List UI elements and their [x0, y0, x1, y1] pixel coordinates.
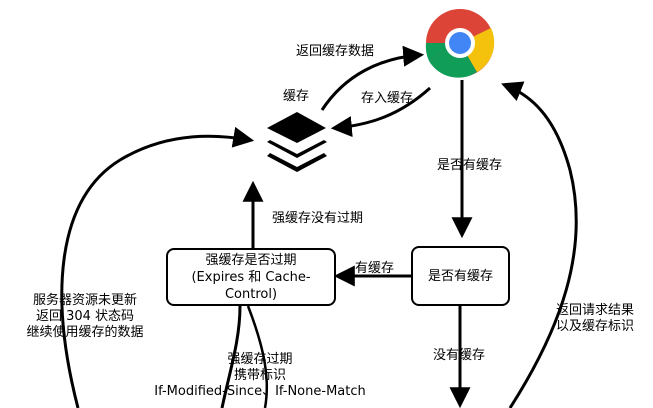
cache-label: 缓存 — [283, 89, 310, 104]
return-result-line1: 返回请求结果 — [555, 303, 634, 318]
line-strong-cache-expired-2 — [246, 305, 269, 408]
arrow-return-result — [501, 81, 578, 408]
edge-label-strong-cache-not-expired: 强缓存没有过期 — [272, 211, 364, 226]
edge-label-not-modified: 服务器资源未更新 返回 304 状态码 继续使用缓存的数据 — [20, 293, 150, 341]
layered-stack-icon — [267, 112, 327, 172]
chrome-browser-icon — [425, 9, 495, 78]
edge-label-return-cache-data: 返回缓存数据 — [296, 44, 375, 59]
not-modified-line1: 服务器资源未更新 — [32, 293, 137, 308]
strong-cache-expired-line2: 携带标识 — [233, 368, 286, 383]
strong-cache-expired-line1: 强缓存过期 — [227, 352, 293, 367]
arrow-not-modified-304 — [60, 126, 255, 408]
return-result-line2: 以及缓存标识 — [555, 319, 634, 334]
edge-label-no-cache: 没有缓存 — [433, 348, 486, 363]
has-cache-check: 是否有缓存 — [411, 246, 510, 306]
edge-label-is-cache-present: 是否有缓存 — [437, 158, 503, 173]
strong-cache-check-line2: (Expires 和 Cache-Control) — [191, 269, 311, 302]
not-modified-line2: 返回 304 状态码 — [35, 309, 135, 324]
not-modified-line3: 继续使用缓存的数据 — [26, 325, 144, 340]
edge-label-return-result: 返回请求结果 以及缓存标识 — [545, 303, 645, 335]
edge-label-store-cache: 存入缓存 — [361, 91, 414, 106]
line-strong-cache-expired — [220, 305, 242, 408]
arrow-return-cache-data — [320, 45, 425, 111]
has-cache-check-label: 是否有缓存 — [427, 268, 493, 284]
strong-cache-expired-check: 强缓存是否过期 (Expires 和 Cache-Control) — [166, 248, 336, 306]
edge-label-strong-cache-expired: 强缓存过期 携带标识 If-Modified-Since、If-None-Mat… — [150, 352, 370, 400]
edge-label-has-cache: 有缓存 — [355, 261, 395, 276]
strong-cache-expired-line3: If-Modified-Since、If-None-Match — [154, 384, 366, 399]
arrow-store-cache — [330, 86, 432, 138]
strong-cache-check-line1: 强缓存是否过期 — [205, 252, 297, 268]
